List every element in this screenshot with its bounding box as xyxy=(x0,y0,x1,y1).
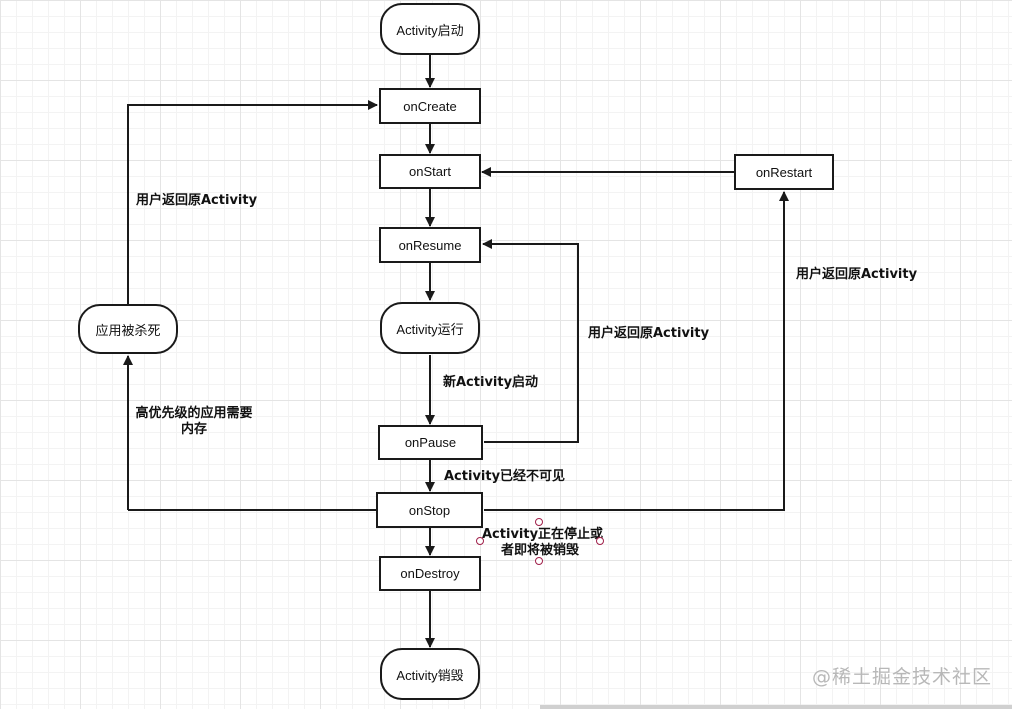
arrow-stop-to-restart xyxy=(484,191,789,511)
arrow-pause-to-resume xyxy=(482,239,579,443)
node-app-killed[interactable]: 应用被杀死 xyxy=(78,304,178,354)
node-label: 应用被杀死 xyxy=(95,322,161,338)
label-line: 内存 xyxy=(180,422,207,437)
node-label: onStart xyxy=(409,164,451,179)
node-on-stop[interactable]: onStop xyxy=(376,492,483,528)
node-on-restart[interactable]: onRestart xyxy=(734,154,834,190)
node-label: onDestroy xyxy=(400,566,460,581)
node-label: Activity销毁 xyxy=(396,667,464,683)
label-line: 者即将被销毁 xyxy=(500,543,579,558)
resize-handle-bottom[interactable] xyxy=(535,557,543,565)
node-on-create[interactable]: onCreate xyxy=(379,88,481,124)
node-label: Activity运行 xyxy=(396,321,464,337)
label-activity-invisible: Activity已经不可见 xyxy=(444,469,566,484)
node-label: Activity启动 xyxy=(396,22,464,38)
resize-handle-top[interactable] xyxy=(535,518,543,526)
arrow-killed-to-create xyxy=(127,100,378,304)
resize-handle-left[interactable] xyxy=(476,537,484,545)
node-activity-destroyed[interactable]: Activity销毁 xyxy=(380,648,480,700)
label-user-return-left: 用户返回原Activity xyxy=(136,193,258,208)
node-on-pause[interactable]: onPause xyxy=(378,425,483,460)
label-line: 高优先级的应用需要 xyxy=(135,406,253,421)
resize-handle-right[interactable] xyxy=(596,537,604,545)
node-label: onStop xyxy=(408,502,451,518)
node-label: onCreate xyxy=(403,98,457,114)
node-activity-running[interactable]: Activity运行 xyxy=(380,302,480,354)
node-label: onResume xyxy=(398,237,462,253)
label-new-activity-start: 新Activity启动 xyxy=(443,375,539,390)
node-activity-start[interactable]: Activity启动 xyxy=(380,3,480,55)
node-on-resume[interactable]: onResume xyxy=(379,227,481,263)
label-line: Activity正在停止或 xyxy=(482,527,604,542)
node-on-start[interactable]: onStart xyxy=(379,154,481,189)
node-label: onPause xyxy=(404,435,457,450)
label-stopping[interactable]: Activity正在停止或 者即将被销毁 xyxy=(482,527,604,559)
label-user-return-right: 用户返回原Activity xyxy=(796,267,918,282)
watermark: @稀土掘金技术社区 xyxy=(811,666,992,688)
node-label: onRestart xyxy=(755,164,813,180)
label-higher-priority: 高优先级的应用需要 内存 xyxy=(130,406,258,438)
node-on-destroy[interactable]: onDestroy xyxy=(379,556,481,591)
label-user-return-mid: 用户返回原Activity xyxy=(588,326,710,341)
horizontal-scrollbar[interactable] xyxy=(540,705,1012,709)
